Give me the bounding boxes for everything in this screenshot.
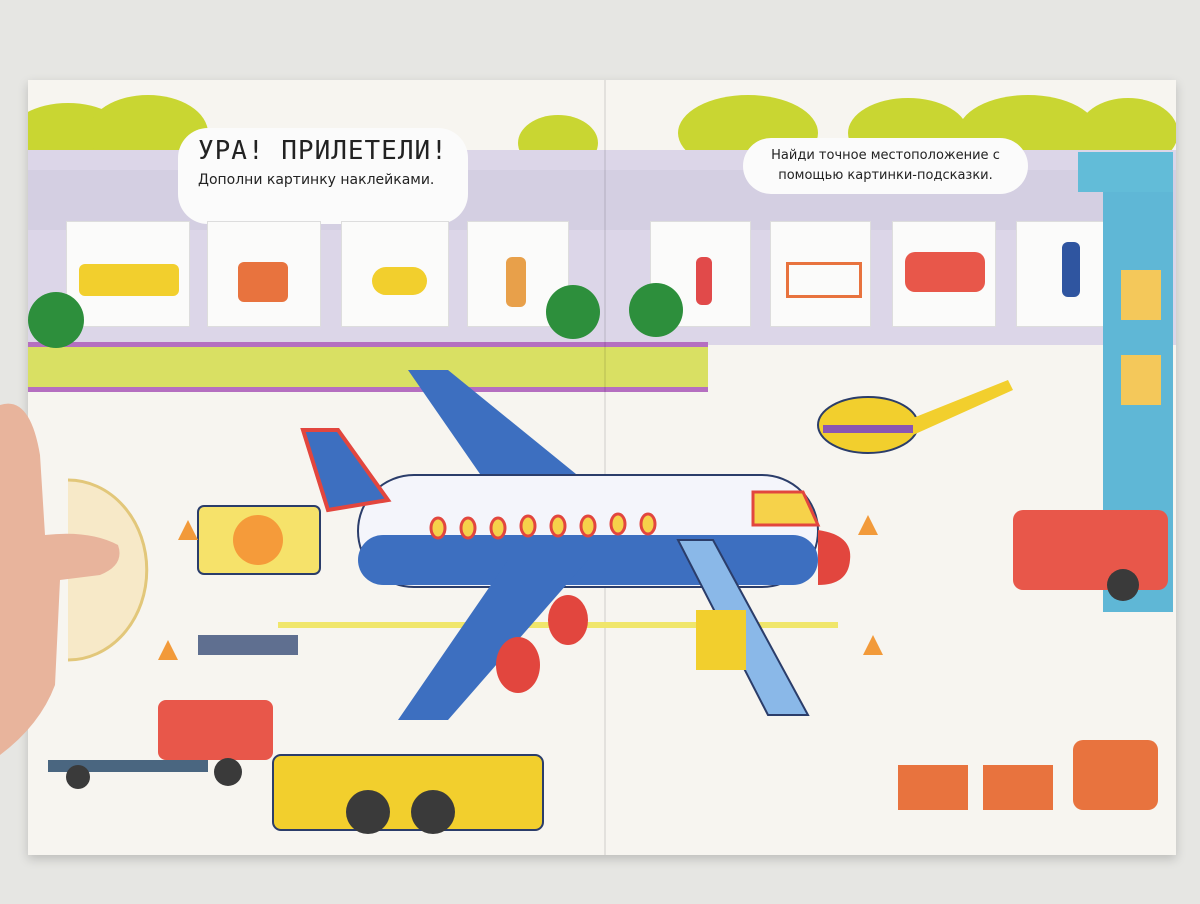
sticker-slot-luggage-cart (771, 222, 870, 326)
hand (0, 403, 120, 755)
instruction-text: Дополни картинку наклейками. (198, 172, 435, 188)
tow-truck (48, 700, 273, 789)
sticker-book-spread: УРА! ПРИЛЕТЕЛИ! Дополни картинку наклейк… (28, 80, 1176, 855)
book-spine (604, 80, 606, 855)
fire-truck (1013, 510, 1168, 601)
grass-strip (28, 342, 708, 392)
sticker-slot-tug-truck (208, 222, 320, 326)
catering-truck (197, 505, 321, 655)
airport-illustration (28, 152, 1173, 834)
trees (28, 283, 683, 348)
hint-bubble: Найди точное местоположение с помощью ка… (743, 138, 1028, 194)
baggage-train (898, 740, 1158, 810)
sticker-slot-ground-worker (1017, 222, 1118, 326)
page-title: УРА! ПРИЛЕТЕЛИ! (198, 136, 448, 166)
sticker-slot-bus (67, 222, 189, 326)
sticker-slot-fuel-truck (893, 222, 995, 326)
yellow-truck (272, 754, 544, 834)
sticker-slot-helicopter (342, 222, 448, 326)
title-bubble: УРА! ПРИЛЕТЕЛИ! Дополни картинку наклейк… (178, 128, 468, 224)
air-stairs (676, 539, 810, 716)
helicopter (817, 380, 1013, 454)
traffic-cones (158, 515, 883, 660)
